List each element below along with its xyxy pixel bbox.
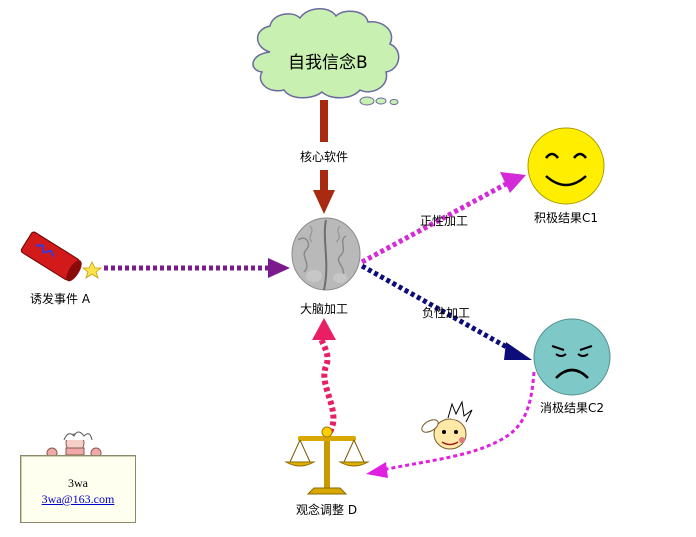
negative-arrow xyxy=(360,263,532,360)
author-email-link[interactable]: 3wa@163.com xyxy=(41,492,115,506)
belief-cloud xyxy=(252,8,400,106)
positive-result-label: 积极结果C1 xyxy=(534,211,599,225)
trigger-arrow xyxy=(104,258,290,278)
positive-arrow xyxy=(360,172,526,265)
sad-face-icon xyxy=(533,318,611,396)
positive-process-label: 正性加工 xyxy=(420,214,469,228)
belief-label: 自我信念B xyxy=(288,53,368,73)
thinking-face-icon xyxy=(421,400,473,450)
feedback-arrow xyxy=(366,371,536,478)
adjust-label: 观念调整 D xyxy=(296,503,358,517)
adjust-arrow xyxy=(312,318,337,434)
author-name: 3wa xyxy=(68,476,88,490)
dynamite-icon xyxy=(20,231,103,282)
negative-result-label: 消极结果C2 xyxy=(540,401,605,415)
happy-face-icon xyxy=(527,127,605,205)
core-arrow xyxy=(313,100,335,214)
scale-icon xyxy=(284,426,370,495)
trigger-label: 诱发事件 A xyxy=(30,292,91,306)
brain-icon xyxy=(291,217,361,291)
negative-process-label: 负性加工 xyxy=(422,306,471,320)
brain-label: 大脑加工 xyxy=(300,302,349,316)
core-label: 核心软件 xyxy=(300,150,349,164)
author-card: 3wa 3wa@163.com xyxy=(20,455,136,523)
